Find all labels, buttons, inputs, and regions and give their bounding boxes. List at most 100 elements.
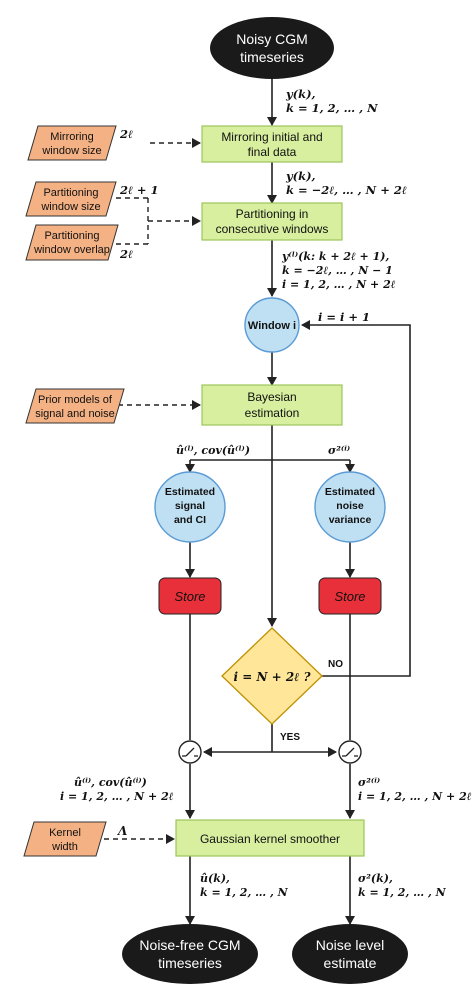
process-smoother: Gaussian kernel smoother	[175, 819, 365, 857]
decision-no-label: NO	[328, 659, 343, 670]
store-left: Store	[158, 577, 222, 615]
store-left-label: Store	[174, 589, 205, 604]
terminal-output-right-shape	[292, 924, 408, 984]
label-i-range1: i = 1, 2, … , N + 2ℓ	[282, 278, 396, 291]
dashed-connectors	[104, 138, 201, 844]
label-y-k2: y(k),	[285, 169, 316, 183]
label-i-range3: i = 1, 2, … , N + 2ℓ	[358, 790, 472, 803]
decision: i = N + 2ℓ ? YES NO	[221, 627, 343, 743]
loop-no-path	[301, 320, 411, 677]
label-part-size-param: 2ℓ + 1	[119, 183, 159, 197]
input-prior-line2: signal and noise	[35, 408, 115, 420]
circle-est-signal-line1: Estimated	[165, 486, 215, 498]
input-kernel-shape	[23, 821, 107, 857]
label-lambda: Λ	[117, 824, 127, 838]
input-kernel-line1: Kernel	[49, 827, 81, 839]
circle-est-signal-shape	[154, 471, 226, 543]
store-right: Store	[318, 577, 382, 615]
input-kernel-line2: width	[51, 841, 78, 853]
label-k-range1: k = 1, 2, … , N	[286, 101, 378, 115]
circle-est-signal-line2: signal	[175, 500, 205, 512]
connectors	[185, 78, 411, 925]
circle-est-noise-line3: variance	[329, 514, 372, 526]
label-y-k: y(k),	[285, 87, 316, 101]
process-partitioning: Partitioning in consecutive windows	[201, 202, 343, 241]
label-sigma-i: σ²⁽ⁱ⁾	[328, 444, 350, 457]
input-prior-line1: Prior models of	[38, 394, 113, 406]
input-part-overlap-line1: Partitioning	[44, 230, 99, 242]
label-i-range2: i = 1, 2, … , N + 2ℓ	[60, 790, 174, 803]
circle-est-noise-line2: noise	[336, 500, 364, 512]
process-smoother-label: Gaussian kernel smoother	[200, 832, 340, 846]
store-right-box	[318, 577, 382, 615]
input-prior-shape	[25, 388, 125, 424]
input-prior: Prior models of signal and noise	[25, 388, 125, 424]
label-u-k: û(k),	[200, 872, 230, 885]
circle-window-label: Window i	[248, 320, 296, 332]
circle-est-noise: Estimated noise variance	[314, 471, 386, 543]
terminal-output-right-line2: estimate	[324, 955, 377, 971]
input-part-size-line1: Partitioning	[43, 187, 98, 199]
process-partitioning-line1: Partitioning in	[236, 207, 309, 221]
label-k-range2: k = −2ℓ, … , N + 2ℓ	[286, 183, 407, 197]
terminal-input-line2: timeseries	[240, 49, 304, 65]
input-part-overlap-line2: window overlap	[33, 244, 110, 256]
process-bayesian-box	[201, 384, 343, 426]
terminal-output-left-line2: timeseries	[158, 955, 222, 971]
process-partitioning-box	[201, 202, 343, 241]
input-mirror-size-line1: Mirroring	[50, 131, 93, 143]
circle-window: Window i	[244, 297, 300, 353]
input-part-size-line2: window size	[40, 201, 100, 213]
terminal-input-line1: Noisy CGM	[236, 31, 308, 47]
circle-est-noise-line1: Estimated	[325, 486, 375, 498]
input-mirror-size-line2: window size	[41, 145, 101, 157]
label-y-window: y⁽ˡ⁾(k: k + 2ℓ + 1),	[281, 250, 389, 263]
process-partitioning-line2: consecutive windows	[216, 222, 329, 236]
terminal-output-left-shape	[122, 924, 258, 984]
decision-condition: i = N + 2ℓ ?	[233, 670, 311, 684]
input-mirror-size: Mirroring window size	[27, 125, 117, 161]
process-bayesian: Bayesian estimation	[201, 384, 343, 426]
process-bayesian-line2: estimation	[245, 406, 300, 420]
label-part-overlap-param: 2ℓ	[119, 247, 133, 261]
input-part-overlap: Partitioning window overlap	[25, 224, 119, 261]
label-k-range5: k = 1, 2, … , N	[358, 886, 447, 899]
switch-right-icon	[338, 740, 362, 764]
process-mirroring-line2: final data	[248, 145, 297, 159]
terminal-output-right-line1: Noise level	[316, 937, 384, 953]
label-mirror-param: 2ℓ	[119, 127, 133, 141]
label-sigma-k: σ²(k),	[358, 872, 393, 885]
input-part-size-shape	[25, 181, 117, 217]
process-mirroring: Mirroring initial and final data	[201, 125, 343, 163]
terminal-input: Noisy CGM timeseries	[210, 17, 334, 79]
label-k-range3: k = −2ℓ, … , N − 1	[282, 264, 393, 277]
terminal-input-shape	[210, 17, 334, 79]
label-u-cov: û⁽ˡ⁾, cov(û⁽ˡ⁾)	[176, 444, 250, 457]
label-increment: i = i + 1	[318, 310, 370, 324]
circle-est-noise-shape	[314, 471, 386, 543]
circle-est-signal-line3: and CI	[174, 514, 206, 526]
decision-yes-label: YES	[280, 732, 300, 743]
input-part-size: Partitioning window size	[25, 181, 117, 217]
input-mirror-size-shape	[27, 125, 117, 161]
decision-diamond	[221, 627, 323, 725]
process-smoother-box	[175, 819, 365, 857]
store-right-label: Store	[334, 589, 365, 604]
circle-est-signal: Estimated signal and CI	[154, 471, 226, 543]
process-bayesian-line1: Bayesian	[247, 390, 296, 404]
terminal-output-right: Noise level estimate	[292, 924, 408, 984]
process-mirroring-box	[201, 125, 343, 163]
switch-left-icon	[178, 740, 202, 764]
input-part-overlap-shape	[25, 224, 119, 261]
circle-window-shape	[244, 297, 300, 353]
store-left-box	[158, 577, 222, 615]
label-u-cov-i: û⁽ⁱ⁾, cov(û⁽ⁱ⁾)	[74, 776, 147, 789]
terminal-output-left-line1: Noise-free CGM	[139, 937, 240, 953]
label-k-range4: k = 1, 2, … , N	[200, 886, 289, 899]
label-sigma-i2: σ²⁽ⁱ⁾	[358, 776, 380, 789]
input-kernel: Kernel width	[23, 821, 107, 857]
math-labels: y(k), k = 1, 2, … , N y(k), k = −2ℓ, … ,…	[60, 87, 472, 899]
process-mirroring-line1: Mirroring initial and	[221, 130, 322, 144]
terminal-output-left: Noise-free CGM timeseries	[122, 924, 258, 984]
